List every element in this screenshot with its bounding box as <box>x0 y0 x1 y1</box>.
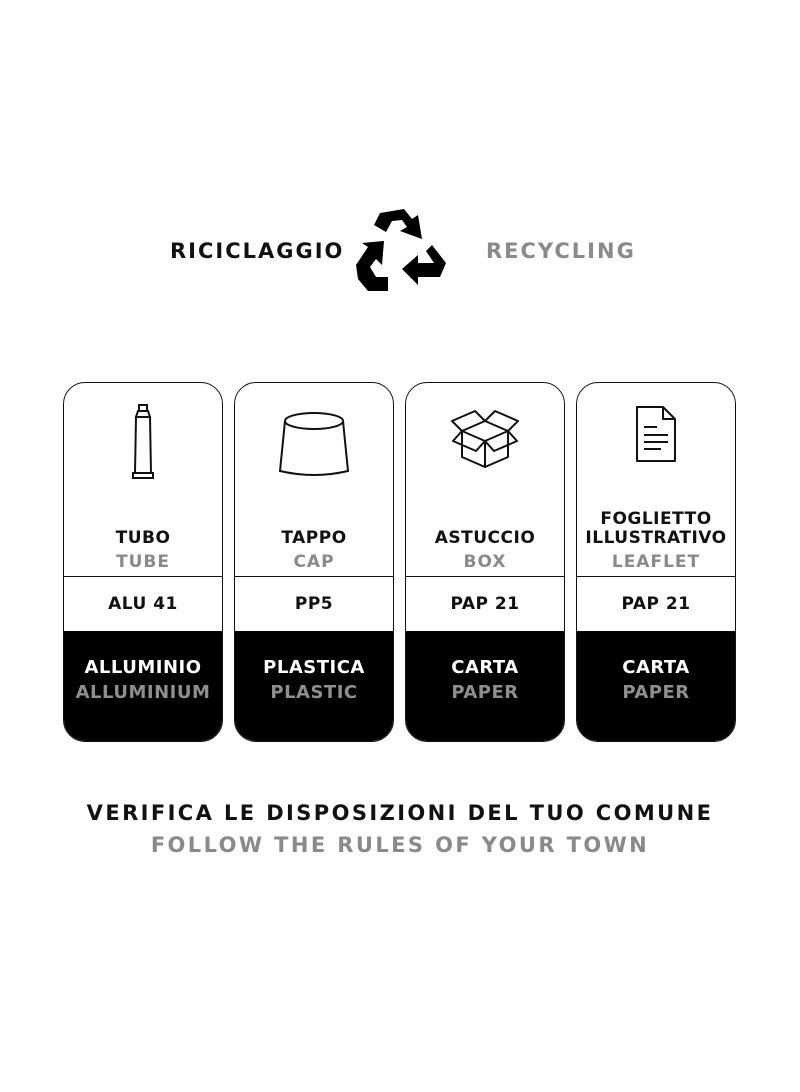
cap-icon <box>278 412 350 476</box>
tube-icon <box>132 404 154 479</box>
material-code: PAP 21 <box>406 576 564 631</box>
item-name-italian: TUBO <box>115 528 171 548</box>
title-italian: RICICLAGGIO <box>170 239 345 263</box>
material-code: PAP 21 <box>577 576 735 631</box>
material-english: PAPER <box>451 682 519 703</box>
item-name-italian: ASTUCCIO <box>434 528 536 548</box>
footer-italian: VERIFICA LE DISPOSIZIONI DEL TUO COMUNE <box>86 801 714 825</box>
header: RICICLAGGIO RECYCLING <box>0 205 800 300</box>
footer: VERIFICA LE DISPOSIZIONI DEL TUO COMUNE … <box>0 798 800 860</box>
material-english: ALLUMINIUM <box>75 682 211 703</box>
material-italian: ALLUMINIO <box>84 657 202 678</box>
material-band: CARTA PAPER <box>406 631 564 741</box>
card-tube: TUBO TUBE ALU 41 ALLUMINIO ALLUMINIUM <box>63 382 223 742</box>
material-code: PP5 <box>235 576 393 631</box>
material-band: ALLUMINIO ALLUMINIUM <box>64 631 222 741</box>
material-band: CARTA PAPER <box>577 631 735 741</box>
material-band: PLASTICA PLASTIC <box>235 631 393 741</box>
card-leaflet: FOGLIETTO ILLUSTRATIVO LEAFLET PAP 21 CA… <box>576 382 736 742</box>
card-cap: TAPPO CAP PP5 PLASTICA PLASTIC <box>234 382 394 742</box>
title-english: RECYCLING <box>486 239 636 263</box>
item-name-italian: TAPPO <box>281 528 347 548</box>
item-name-english: BOX <box>463 552 507 572</box>
card-box: ASTUCCIO BOX PAP 21 CARTA PAPER <box>405 382 565 742</box>
material-english: PLASTIC <box>270 682 358 703</box>
leaflet-icon <box>636 406 676 462</box>
material-english: PAPER <box>622 682 690 703</box>
material-italian: CARTA <box>451 657 519 678</box>
recycle-icon <box>356 209 446 291</box>
material-italian: CARTA <box>622 657 690 678</box>
item-name-english: TUBE <box>116 552 170 572</box>
footer-english: FOLLOW THE RULES OF YOUR TOWN <box>150 833 650 857</box>
material-code: ALU 41 <box>64 576 222 631</box>
box-icon <box>451 410 519 468</box>
recycling-cards: TUBO TUBE ALU 41 ALLUMINIO ALLUMINIUM TA… <box>63 382 739 744</box>
item-name-english: LEAFLET <box>611 552 701 572</box>
item-name-english: CAP <box>293 552 335 572</box>
item-name-italian: FOGLIETTO ILLUSTRATIVO <box>585 509 727 548</box>
material-italian: PLASTICA <box>263 657 365 678</box>
